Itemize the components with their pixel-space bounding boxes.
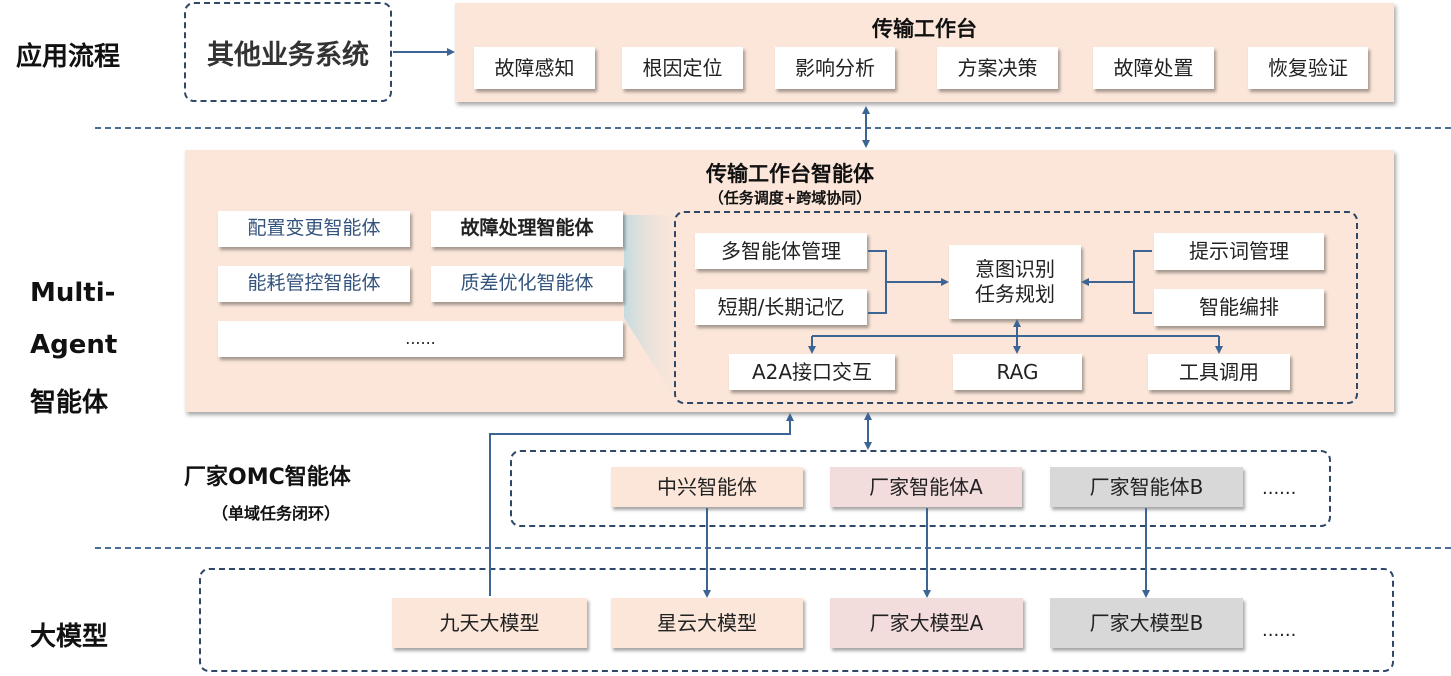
model-vendor-b[interactable]: 厂家大模型B — [1050, 598, 1243, 648]
vendor-omc-subtitle: （单域任务闭环） — [212, 504, 341, 523]
workbench-panel: 传输工作台 — [455, 3, 1394, 102]
model-jiutian[interactable]: 九天大模型 — [392, 598, 587, 648]
step-box[interactable]: 恢复验证 — [1248, 47, 1368, 89]
bracket-right — [1133, 250, 1152, 314]
models-container — [199, 568, 1394, 672]
bracket-left — [868, 250, 887, 314]
workbench-title: 传输工作台 — [872, 17, 977, 41]
vendor-omc-title: 厂家OMC智能体 — [184, 465, 351, 490]
layer-label-multi-agent-2: Agent — [30, 330, 118, 360]
a2a-interface[interactable]: A2A接口交互 — [729, 354, 895, 390]
arrow-jiutian-to-agent — [489, 413, 794, 596]
step-box[interactable]: 根因定位 — [622, 47, 743, 89]
step-box[interactable]: 故障处置 — [1093, 47, 1214, 89]
model-vendor-a[interactable]: 厂家大模型A — [830, 598, 1023, 648]
vendor-agent-b[interactable]: 厂家智能体B — [1050, 467, 1243, 507]
model-xingyun[interactable]: 星云大模型 — [611, 598, 803, 648]
agent-fault-handling[interactable]: 故障处理智能体 — [431, 211, 623, 247]
models-more: ...... — [1262, 620, 1297, 641]
step-box[interactable]: 影响分析 — [775, 47, 895, 89]
layer-label-multi-agent-3: 智能体 — [30, 388, 109, 418]
workbench-agent-subtitle: （任务调度+跨域协同） — [708, 189, 872, 207]
intent-recognition-label: 意图识别 — [975, 257, 1055, 281]
other-systems-box[interactable]: 其他业务系统 — [184, 2, 392, 102]
multi-agent-management[interactable]: 多智能体管理 — [695, 233, 867, 269]
short-long-term-memory[interactable]: 短期/长期记忆 — [695, 289, 867, 325]
layer-label-multi-agent-1: Multi- — [30, 278, 116, 308]
agent-energy-control[interactable]: 能耗管控智能体 — [218, 266, 410, 302]
agent-quality-optimization[interactable]: 质差优化智能体 — [431, 266, 623, 302]
step-box[interactable]: 故障感知 — [474, 47, 595, 89]
step-box[interactable]: 方案决策 — [937, 47, 1058, 89]
intelligent-orchestration[interactable]: 智能编排 — [1154, 289, 1324, 326]
intent-task-planning[interactable]: 意图识别 任务规划 — [949, 245, 1081, 319]
agent-config-change[interactable]: 配置变更智能体 — [218, 211, 410, 247]
rag[interactable]: RAG — [953, 354, 1082, 390]
tool-calling[interactable]: 工具调用 — [1148, 354, 1290, 390]
layer-label-large-model: 大模型 — [30, 622, 109, 652]
layer-label-application: 应用流程 — [16, 42, 121, 72]
task-planning-label: 任务规划 — [975, 282, 1055, 306]
layer-separator — [95, 547, 1451, 549]
layer-separator — [95, 127, 1451, 129]
agent-more: ...... — [218, 321, 623, 357]
agent-detail-container — [674, 211, 1358, 404]
vendor-agent-zte[interactable]: 中兴智能体 — [611, 467, 803, 507]
workbench-agent-title: 传输工作台智能体 — [706, 162, 874, 186]
prompt-management[interactable]: 提示词管理 — [1154, 233, 1324, 270]
vendor-agent-a[interactable]: 厂家智能体A — [830, 467, 1022, 507]
vendor-agents-more: ...... — [1262, 478, 1297, 499]
vendor-agents-container — [510, 450, 1331, 527]
